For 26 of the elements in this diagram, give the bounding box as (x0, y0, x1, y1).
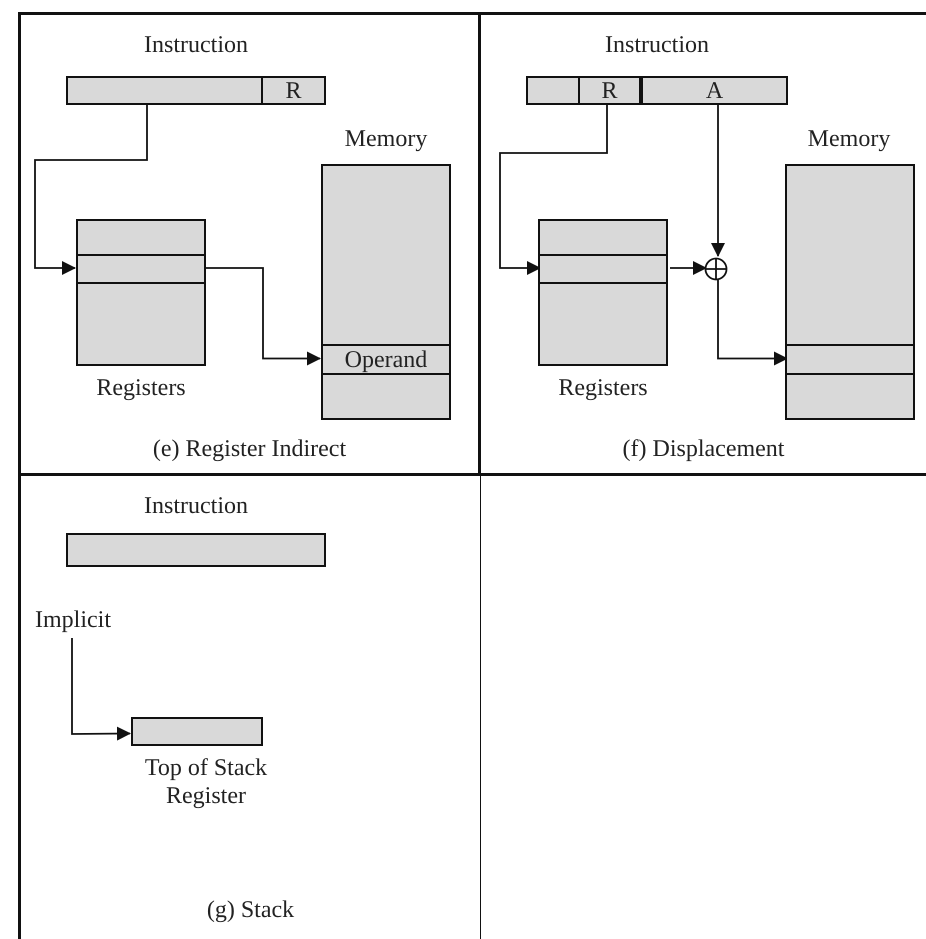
panel-caption: (f) Displacement (622, 435, 786, 463)
memory-cell (785, 344, 915, 375)
register-row (76, 254, 206, 284)
heading-label: Instruction (143, 31, 249, 59)
heading-label: Instruction (143, 492, 249, 520)
panel-frame (18, 476, 481, 939)
panel-frame (18, 12, 481, 476)
arrow (711, 104, 725, 257)
panel-caption: (g) Stack (206, 896, 296, 924)
heading-label: Registers (95, 374, 187, 402)
arrow (499, 104, 608, 275)
arrow (71, 638, 131, 741)
heading-label: Memory (344, 125, 428, 153)
heading-label: Memory (806, 125, 892, 153)
heading-label: Top of Stack Register (144, 754, 268, 810)
arrow (34, 104, 148, 275)
heading-label: Instruction (604, 31, 710, 59)
arrow (205, 267, 321, 366)
arrow (670, 261, 707, 275)
implicit-label: Implicit (35, 604, 135, 636)
memory-cell: Operand (321, 344, 451, 375)
register-row (538, 254, 668, 284)
register-field: R (578, 76, 641, 105)
heading-label: Registers (557, 374, 649, 402)
panel-caption: (e) Register Indirect (152, 435, 348, 463)
panel-frame (481, 12, 926, 476)
